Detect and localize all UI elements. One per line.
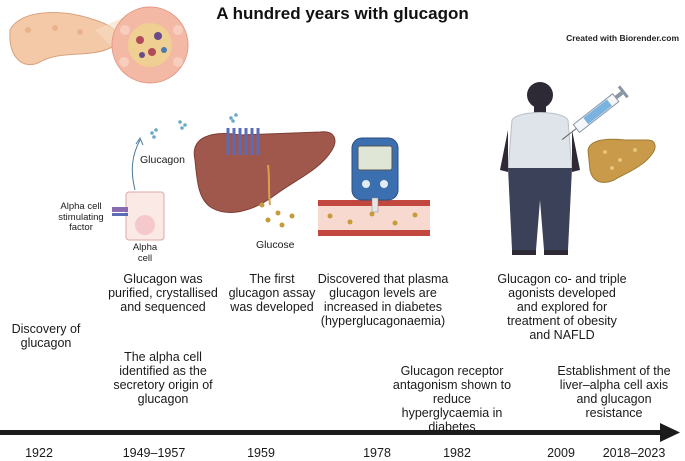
credit-text: Created with Biorender.com bbox=[566, 33, 679, 43]
event-agonists: Glucagon co- and triple agonists develop… bbox=[497, 272, 627, 342]
year-1922: 1922 bbox=[25, 446, 53, 460]
islet-icon bbox=[111, 6, 189, 84]
glucose-meter-icon bbox=[351, 137, 399, 213]
event-alpha-origin: The alpha cell identified as the secreto… bbox=[113, 350, 213, 406]
liver-icon bbox=[193, 113, 336, 213]
year-1982: 1982 bbox=[443, 446, 471, 460]
fatty-liver-icon bbox=[587, 138, 656, 183]
alpha-cell-label: Alpha cell bbox=[132, 242, 158, 264]
syringe-icon bbox=[561, 85, 629, 140]
alpha-cell-icon bbox=[112, 191, 165, 241]
event-discovery: Discovery of glucagon bbox=[11, 322, 81, 350]
year-2018-2023: 2018–2023 bbox=[602, 446, 666, 460]
event-assay: The first glucagon assay was developed bbox=[228, 272, 316, 314]
glucagon-release-icon bbox=[131, 120, 187, 191]
year-2009: 2009 bbox=[547, 446, 575, 460]
alpha-factor-label: Alpha cell stimulating factor bbox=[58, 201, 104, 233]
glucose-label: Glucose bbox=[256, 239, 295, 251]
year-1949-1957: 1949–1957 bbox=[122, 446, 186, 460]
glucose-dots-icon bbox=[259, 202, 295, 228]
person-icon bbox=[500, 82, 580, 255]
page-title: A hundred years with glucagon bbox=[216, 4, 469, 23]
event-hyperglucagonaemia: Discovered that plasma glucagon levels a… bbox=[317, 272, 449, 328]
event-purified: Glucagon was purified, crystallised and … bbox=[108, 272, 218, 314]
event-antagonism: Glucagon receptor antagonism shown to re… bbox=[392, 364, 512, 434]
glucagon-label: Glucagon bbox=[140, 154, 185, 166]
timeline-arrow bbox=[0, 423, 680, 442]
year-1978: 1978 bbox=[363, 446, 391, 460]
event-liver-axis: Establishment of the liver–alpha cell ax… bbox=[557, 364, 671, 420]
year-1959: 1959 bbox=[247, 446, 275, 460]
